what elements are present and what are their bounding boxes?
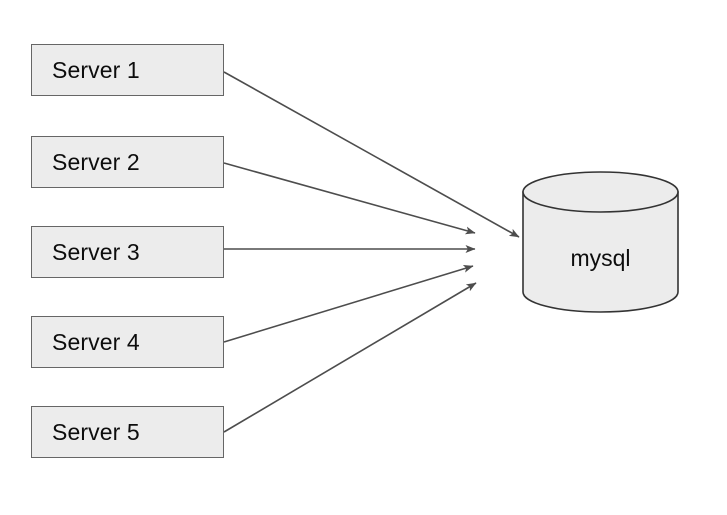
- node-server1[interactable]: Server 1: [31, 44, 224, 96]
- node-mysql-label: mysql: [570, 245, 631, 271]
- cylinder-top: [522, 171, 679, 213]
- node-server5-label: Server 5: [52, 418, 140, 445]
- edge-server2-mysql: [223, 162, 476, 235]
- node-server3[interactable]: Server 3: [31, 226, 224, 278]
- edge-server5-mysql: [223, 282, 477, 433]
- node-server4-label: Server 4: [52, 328, 140, 355]
- edge-server4-mysql: [223, 264, 474, 343]
- node-server1-label: Server 1: [52, 56, 140, 83]
- cylinder-body: [522, 191, 679, 313]
- node-server2-label: Server 2: [52, 148, 140, 175]
- node-server5[interactable]: Server 5: [31, 406, 224, 458]
- node-server3-label: Server 3: [52, 238, 140, 265]
- node-server2[interactable]: Server 2: [31, 136, 224, 188]
- edge-server1-mysql: [223, 71, 520, 238]
- node-server4[interactable]: Server 4: [31, 316, 224, 368]
